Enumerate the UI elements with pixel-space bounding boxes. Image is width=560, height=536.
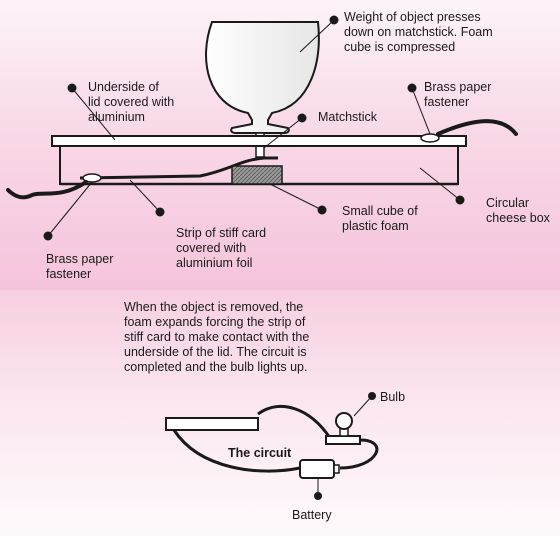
leader-lines-top bbox=[43, 15, 465, 241]
label-brass-fastener-right: Brass paper fastener bbox=[424, 80, 492, 109]
label-circuit-title: The circuit bbox=[228, 446, 292, 460]
label-weight-note: Weight of object presses down on matchst… bbox=[344, 10, 493, 54]
label-explanation: When the object is removed, the foam exp… bbox=[124, 300, 310, 374]
label-circular-box: Circular cheese box bbox=[486, 196, 550, 225]
label-brass-fastener-left: Brass paper fastener bbox=[46, 252, 114, 281]
circuit-diagram bbox=[165, 392, 379, 500]
foam-cube bbox=[231, 165, 283, 185]
wire-right bbox=[436, 119, 518, 136]
label-card-strip: Strip of stiff card covered with alumini… bbox=[176, 226, 267, 270]
bulb bbox=[335, 412, 353, 430]
label-foam-cube: Small cube of plastic foam bbox=[342, 204, 418, 233]
label-bulb: Bulb bbox=[380, 390, 406, 404]
fastener-right bbox=[420, 133, 440, 143]
label-battery: Battery bbox=[292, 508, 332, 522]
battery bbox=[299, 459, 335, 479]
bottom-panel bbox=[0, 290, 560, 536]
wire-left bbox=[6, 180, 88, 200]
label-matchstick: Matchstick bbox=[318, 110, 378, 124]
wine-glass bbox=[205, 21, 320, 134]
label-lid-underside: Underside of lid covered with aluminium bbox=[88, 80, 175, 124]
